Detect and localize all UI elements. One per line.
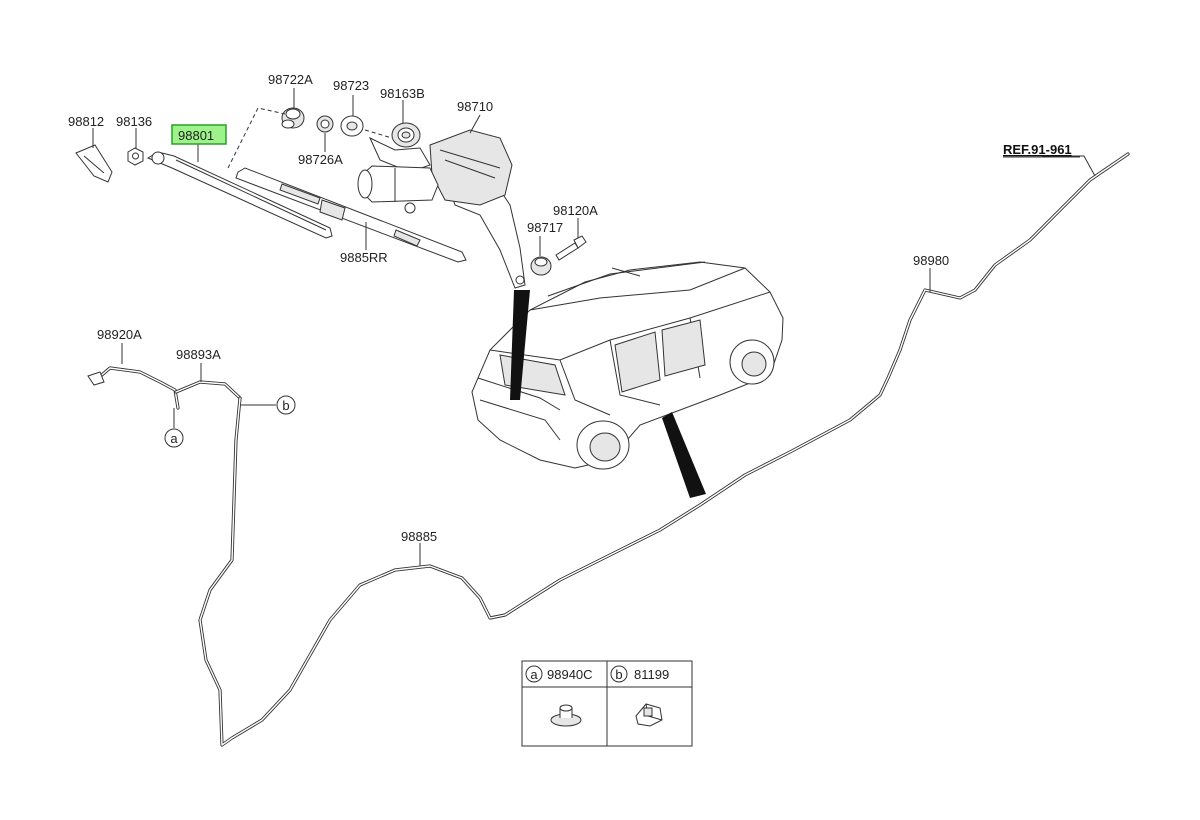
- wiper-arm-nut[interactable]: [127, 147, 144, 166]
- label-98801[interactable]: 98801: [178, 128, 214, 143]
- arrow-to-hose-route: [662, 412, 706, 498]
- label-98893A[interactable]: 98893A: [176, 347, 221, 362]
- clip-b-icon: [635, 703, 663, 727]
- legend-part-b[interactable]: 81199: [634, 667, 669, 682]
- wiper-arm-cap[interactable]: [75, 144, 113, 183]
- label-98723[interactable]: 98723: [333, 78, 369, 93]
- svg-text:a: a: [530, 667, 538, 682]
- svg-text:b: b: [282, 398, 289, 413]
- label-98120A[interactable]: 98120A: [553, 203, 598, 218]
- legend-table: a 98940C b 81199: [521, 660, 693, 747]
- label-98717[interactable]: 98717: [527, 220, 563, 235]
- pivot-grommet[interactable]: [391, 122, 421, 148]
- callout-b: b: [276, 395, 296, 415]
- reference-link[interactable]: REF.91-961: [1003, 142, 1072, 157]
- pivot-cap[interactable]: [281, 107, 305, 129]
- label-98812[interactable]: 98812: [68, 114, 104, 129]
- rear-wiper-blade[interactable]: [235, 167, 467, 263]
- callout-a: a: [164, 428, 184, 448]
- arrow-to-tailgate: [510, 290, 530, 400]
- washer-hose-connector-a[interactable]: [87, 366, 180, 410]
- label-9885RR[interactable]: 9885RR: [340, 250, 388, 265]
- label-98885[interactable]: 98885: [401, 529, 437, 544]
- pivot-nut[interactable]: [316, 115, 334, 133]
- washer-hose-connector-b[interactable]: [174, 380, 242, 400]
- svg-text:a: a: [170, 431, 178, 446]
- motor-mount-grommet[interactable]: [530, 256, 552, 276]
- legend-part-a[interactable]: 98940C: [547, 667, 593, 682]
- label-98980[interactable]: 98980: [913, 253, 949, 268]
- label-98163B[interactable]: 98163B: [380, 86, 425, 101]
- label-98920A[interactable]: 98920A: [97, 327, 142, 342]
- label-98722A[interactable]: 98722A: [268, 72, 313, 87]
- label-98136[interactable]: 98136: [116, 114, 152, 129]
- motor-mount-bolt[interactable]: [555, 235, 587, 261]
- label-98710[interactable]: 98710: [457, 99, 493, 114]
- rear-wiper-arm[interactable]: [146, 151, 333, 239]
- rear-washer-hose[interactable]: [198, 152, 1130, 747]
- vehicle-illustration: [471, 261, 784, 470]
- clip-a-icon: [550, 704, 582, 727]
- label-98726A[interactable]: 98726A: [298, 152, 343, 167]
- svg-text:b: b: [615, 667, 622, 682]
- pivot-washer[interactable]: [340, 115, 364, 137]
- highlight-98801: [171, 124, 227, 145]
- rear-wiper-motor[interactable]: [357, 129, 526, 289]
